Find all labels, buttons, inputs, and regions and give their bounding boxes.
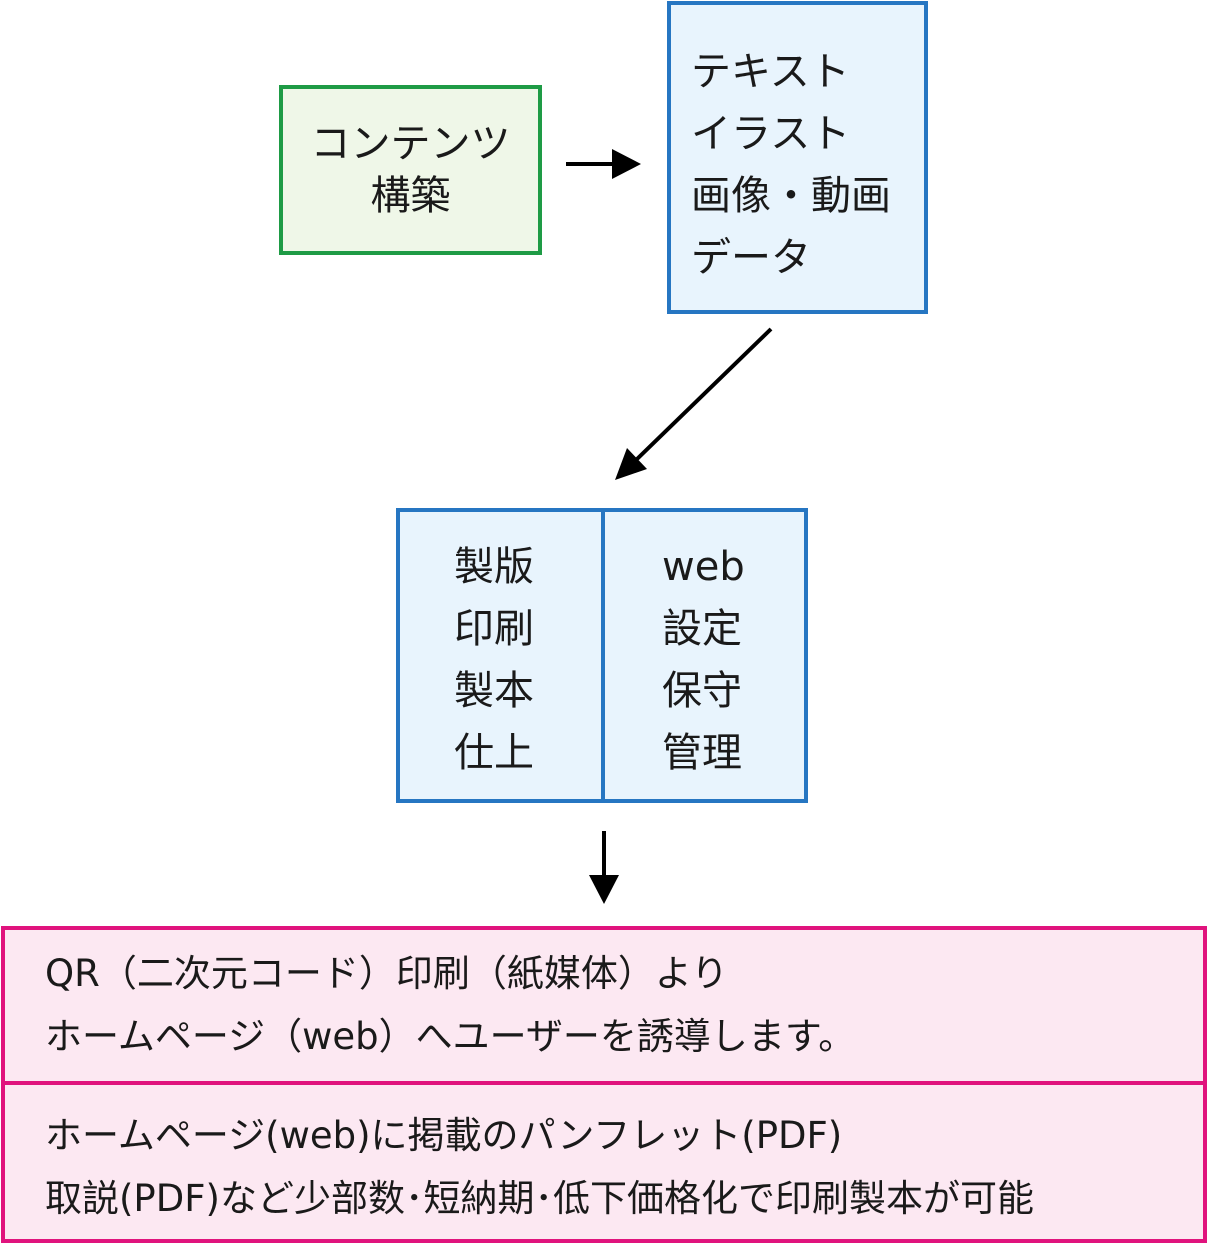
outcome-bottom-line2: 取説(PDF)など少部数･短納期･低下価格化で印刷製本が可能 [45, 1177, 1034, 1220]
print-column: 製版 印刷 製本 仕上 [454, 536, 534, 784]
arrow-down [589, 831, 619, 904]
outcome-top-text: QR（二次元コード）印刷（紙媒体）より ホームページ（web）へユーザーを誘導し… [45, 942, 855, 1068]
materials-item-illustration: イラスト [691, 111, 851, 157]
print-item-binding: 製本 [454, 668, 534, 714]
outcome-box: QR（二次元コード）印刷（紙媒体）より ホームページ（web）へユーザーを誘導し… [1, 926, 1207, 1243]
web-column: web 設定 保守 管理 [662, 536, 745, 784]
materials-item-data: データ [691, 235, 811, 281]
arrow-diagonal [615, 327, 773, 480]
production-divider [601, 512, 605, 799]
materials-item-image-video: 画像・動画 [691, 173, 891, 219]
outcome-bottom-line1: ホームページ(web)に掲載のパンフレット(PDF) [45, 1114, 843, 1157]
arrow-right [566, 149, 641, 179]
outcome-bottom-text: ホームページ(web)に掲載のパンフレット(PDF) 取説(PDF)など少部数･… [45, 1104, 1034, 1230]
web-item-maintenance: 保守 [662, 668, 742, 714]
print-item-platemaking: 製版 [454, 544, 534, 590]
production-box: 製版 印刷 製本 仕上 web 設定 保守 管理 [396, 508, 808, 803]
outcome-top-line2: ホームページ（web）へユーザーを誘導します。 [45, 1015, 856, 1058]
content-construction-line1: コンテンツ [310, 121, 511, 167]
print-item-printing: 印刷 [454, 606, 534, 652]
web-item-setup: 設定 [662, 606, 742, 652]
materials-item-text: テキスト [691, 49, 850, 95]
print-item-finishing: 仕上 [454, 730, 534, 776]
outcome-divider [5, 1081, 1203, 1085]
content-construction-line2: 構築 [370, 173, 451, 219]
outcome-top-line1: QR（二次元コード）印刷（紙媒体）より [45, 952, 729, 995]
content-construction-box: コンテンツ 構築 [279, 85, 542, 255]
web-item-management: 管理 [662, 730, 742, 776]
materials-box: テキスト イラスト 画像・動画 データ [667, 1, 928, 314]
web-item-web: web [662, 544, 745, 590]
